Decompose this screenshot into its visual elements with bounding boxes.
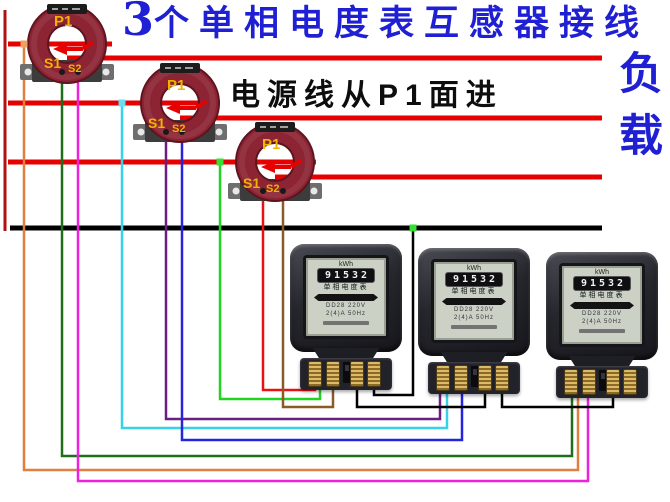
ct3-s2-label: S2	[266, 183, 279, 195]
kwh-meter-2: kWh 91532 单相电度表 DD28 220V 2(4)A 50Hz	[418, 248, 530, 396]
meter2-disc	[442, 298, 506, 305]
meter3-terminal-2	[582, 369, 596, 395]
meter2-spec-2: 2(4)A 50Hz	[453, 314, 494, 321]
ct2-s1-label: S1	[148, 115, 165, 131]
meter2-name-line: 单相电度表	[451, 288, 497, 295]
meter2-terminal-block	[428, 362, 520, 394]
wire-black-link-m1-m2	[355, 384, 487, 409]
meter2-terminal-1	[436, 365, 450, 391]
ct1-ring	[28, 5, 106, 83]
junction-dot-phase-c	[216, 158, 224, 166]
ct2-s2-screw	[179, 129, 185, 135]
wire-orange-phase-a-tap	[22, 44, 580, 472]
meter3-terminal-4	[623, 369, 637, 395]
meter3-terminal-block	[556, 366, 648, 398]
ct3-p1-label: P1	[262, 136, 280, 153]
meter1-face: kWh 91532 单相电度表 DD28 220V 2(4)A 50Hz	[303, 255, 389, 339]
current-transformer-2: P1 S1 S2	[133, 63, 227, 143]
meter3-seal-tab	[599, 370, 607, 391]
meter3-register-digits: 91532	[580, 277, 627, 289]
meter1-neck	[312, 348, 380, 360]
title-number: 3	[122, 0, 155, 46]
meter1-name-line: 单相电度表	[323, 284, 369, 291]
meter1-terminal-1	[308, 361, 322, 387]
ct1-s1-label: S1	[44, 55, 61, 71]
meter2-terminal-3	[478, 365, 492, 391]
meter3-body: kWh 91532 单相电度表 DD28 220V 2(4)A 50Hz	[546, 252, 658, 360]
meter2-body: kWh 91532 单相电度表 DD28 220V 2(4)A 50Hz	[418, 248, 530, 356]
meter3-name-line: 单相电度表	[579, 292, 625, 299]
meter3-spec-1: DD28 220V	[581, 311, 623, 317]
ct1-s2-screw	[75, 69, 81, 75]
wire-purple-ct2-s1	[164, 133, 442, 421]
current-transformer-3: P1 S1 S2	[228, 122, 322, 202]
current-transformer-1: P1 S1 S2	[20, 4, 114, 84]
meter1-terminal-2	[326, 361, 340, 387]
kwh-meter-1: kWh 91532 单相电度表 DD28 220V 2(4)A 50Hz	[290, 244, 402, 392]
meter3-kwh-label: kWh	[595, 269, 609, 276]
meter1-register: 91532	[318, 269, 374, 282]
meter3-terminal-1	[564, 369, 578, 395]
ct1-s1-screw	[59, 69, 65, 75]
meter2-spec-1: DD28 220V	[453, 307, 495, 313]
wire-blue-ct2-s2	[180, 133, 464, 442]
meter1-kwh-label: kWh	[339, 261, 353, 268]
title-text: 个单相电度表互感器接线	[154, 4, 650, 43]
meter2-register-digits: 91532	[452, 273, 499, 285]
meter1-disc	[314, 294, 378, 301]
meter2-neck	[440, 352, 508, 364]
subtitle-note: 电源线从P1面进	[230, 79, 503, 112]
ct2-p1-label: P1	[167, 77, 185, 94]
meter2-register: 91532	[446, 273, 502, 286]
wire-brown-ct3-s2	[281, 192, 335, 409]
ct3-s1-label: S1	[243, 175, 260, 191]
junction-dot-neutral	[409, 224, 417, 232]
meter3-spec-2: 2(4)A 50Hz	[581, 318, 622, 325]
meter1-terminal-4	[367, 361, 381, 387]
ct2-s1-screw	[163, 129, 169, 135]
wire-dark-green-ct1-s1	[60, 73, 574, 458]
meter1-spec-2: 2(4)A 50Hz	[325, 310, 366, 317]
meter3-terminal-3	[606, 369, 620, 395]
meter1-seal-tab	[343, 362, 351, 383]
ct3-ring	[236, 123, 314, 201]
meter3-disc	[570, 302, 634, 309]
ct2-s2-label: S2	[172, 123, 185, 135]
ct3-s1-screw	[260, 188, 266, 194]
meter2-seal-tab	[471, 366, 479, 387]
load-label: 负载	[612, 50, 661, 174]
ct1-s2-label: S2	[68, 63, 81, 75]
meter1-maker-line	[323, 321, 369, 325]
meter1-terminal-block	[300, 358, 392, 390]
meter2-maker-line	[451, 325, 497, 329]
meter1-register-digits: 91532	[324, 269, 371, 281]
wire-magenta-ct1-s2	[76, 73, 590, 483]
junction-dot-phase-b	[118, 99, 126, 107]
wire-green-phase-c-tap	[218, 162, 322, 401]
meter1-body: kWh 91532 单相电度表 DD28 220V 2(4)A 50Hz	[290, 244, 402, 352]
meter3-register: 91532	[574, 277, 630, 290]
meter3-face: kWh 91532 单相电度表 DD28 220V 2(4)A 50Hz	[559, 263, 645, 347]
meter2-terminal-4	[495, 365, 509, 391]
meter3-neck	[568, 356, 636, 368]
junction-dot-phase-a	[20, 40, 28, 48]
meter3-maker-line	[579, 329, 625, 333]
meter2-terminal-2	[454, 365, 468, 391]
meter2-kwh-label: kWh	[467, 265, 481, 272]
meter2-face: kWh 91532 单相电度表 DD28 220V 2(4)A 50Hz	[431, 259, 517, 343]
meter1-terminal-3	[350, 361, 364, 387]
kwh-meter-3: kWh 91532 单相电度表 DD28 220V 2(4)A 50Hz	[546, 252, 658, 400]
meter1-spec-1: DD28 220V	[325, 303, 367, 309]
ct3-s2-screw	[280, 188, 286, 194]
ct1-p1-label: P1	[54, 13, 72, 30]
